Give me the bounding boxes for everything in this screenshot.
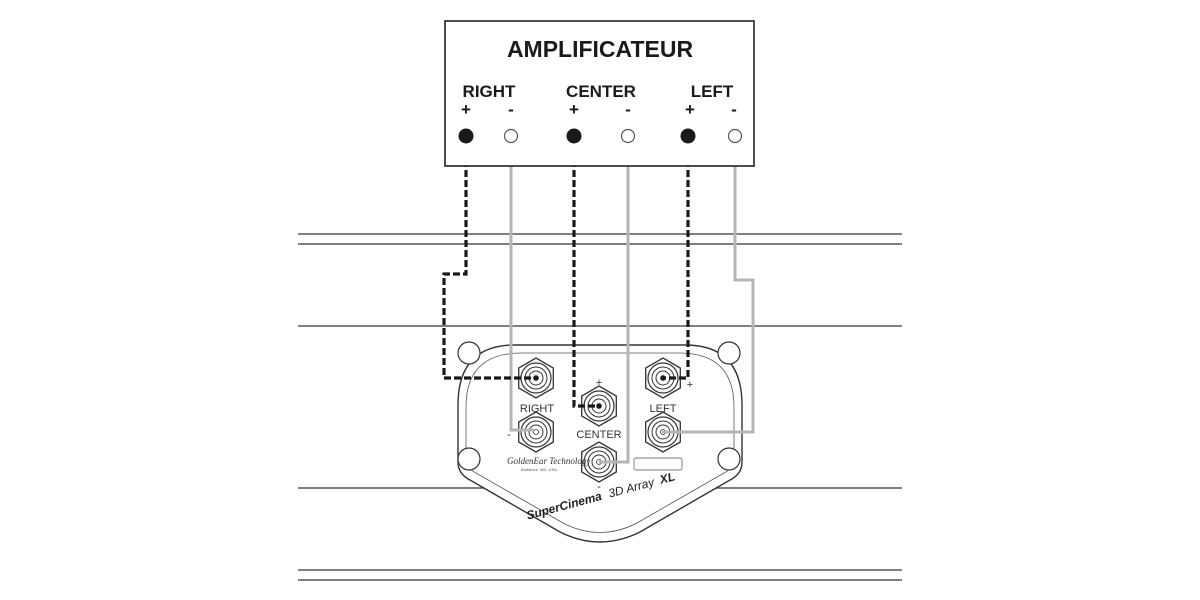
mounting-hole	[457, 341, 481, 365]
plate-label-left: LEFT	[650, 403, 677, 415]
amplifier-title: AMPLIFICATEUR	[507, 36, 694, 62]
terminal-right-negative	[503, 128, 519, 144]
left-plus-sign: +	[685, 100, 695, 119]
amplifier: AMPLIFICATEUR RIGHT CENTER LEFT + - + - …	[444, 20, 755, 167]
post-hole	[660, 375, 666, 381]
right-minus-mark: -	[507, 429, 511, 441]
post-ring	[524, 420, 548, 444]
right-minus-sign: -	[508, 100, 514, 119]
terminal-center-positive	[566, 128, 582, 144]
wire-left-positive	[665, 140, 690, 380]
post-center-positive	[581, 385, 617, 427]
wire-right-positive	[442, 140, 536, 380]
terminal-left-negative	[727, 128, 743, 144]
brand-location: Baltimore, MD, USA	[521, 467, 557, 472]
wire-right-negative	[509, 140, 534, 432]
center-plus-sign: +	[569, 100, 579, 119]
post-hole	[596, 403, 602, 409]
post-right-negative	[518, 411, 554, 453]
channel-label-center: CENTER	[566, 82, 636, 101]
amplifier-box	[444, 20, 755, 167]
terminal-center-negative	[620, 128, 636, 144]
left-minus-sign: -	[731, 100, 737, 119]
mounting-hole	[717, 341, 741, 365]
wires	[442, 140, 755, 464]
mounting-hole	[717, 447, 741, 471]
serial-label-box	[633, 457, 683, 471]
post-hole	[533, 429, 539, 435]
right-plus-sign: +	[461, 100, 471, 119]
wire-center-negative	[599, 140, 630, 464]
terminal-right-positive	[458, 128, 474, 144]
center-minus-mark: -	[597, 481, 601, 493]
center-plus-mark: +	[596, 377, 602, 389]
wire-left-negative	[662, 140, 755, 434]
plate-label-right: RIGHT	[520, 403, 555, 415]
shelf-lines	[298, 233, 902, 581]
plate-inner-outline	[465, 352, 735, 533]
channel-label-right: RIGHT	[463, 82, 517, 101]
channel-label-left: LEFT	[691, 82, 734, 101]
center-minus-sign: -	[625, 100, 631, 119]
wire-center-positive	[572, 140, 597, 408]
post-ring	[520, 416, 552, 448]
terminal-left-positive	[680, 128, 696, 144]
mounting-hole	[457, 447, 481, 471]
brand-name: GoldenEar Technology	[507, 456, 590, 466]
plate-label-center: CENTER	[576, 429, 621, 441]
left-plus-mark: +	[687, 379, 693, 391]
model-name-xl: XL	[657, 469, 676, 487]
post-ring	[647, 362, 679, 394]
